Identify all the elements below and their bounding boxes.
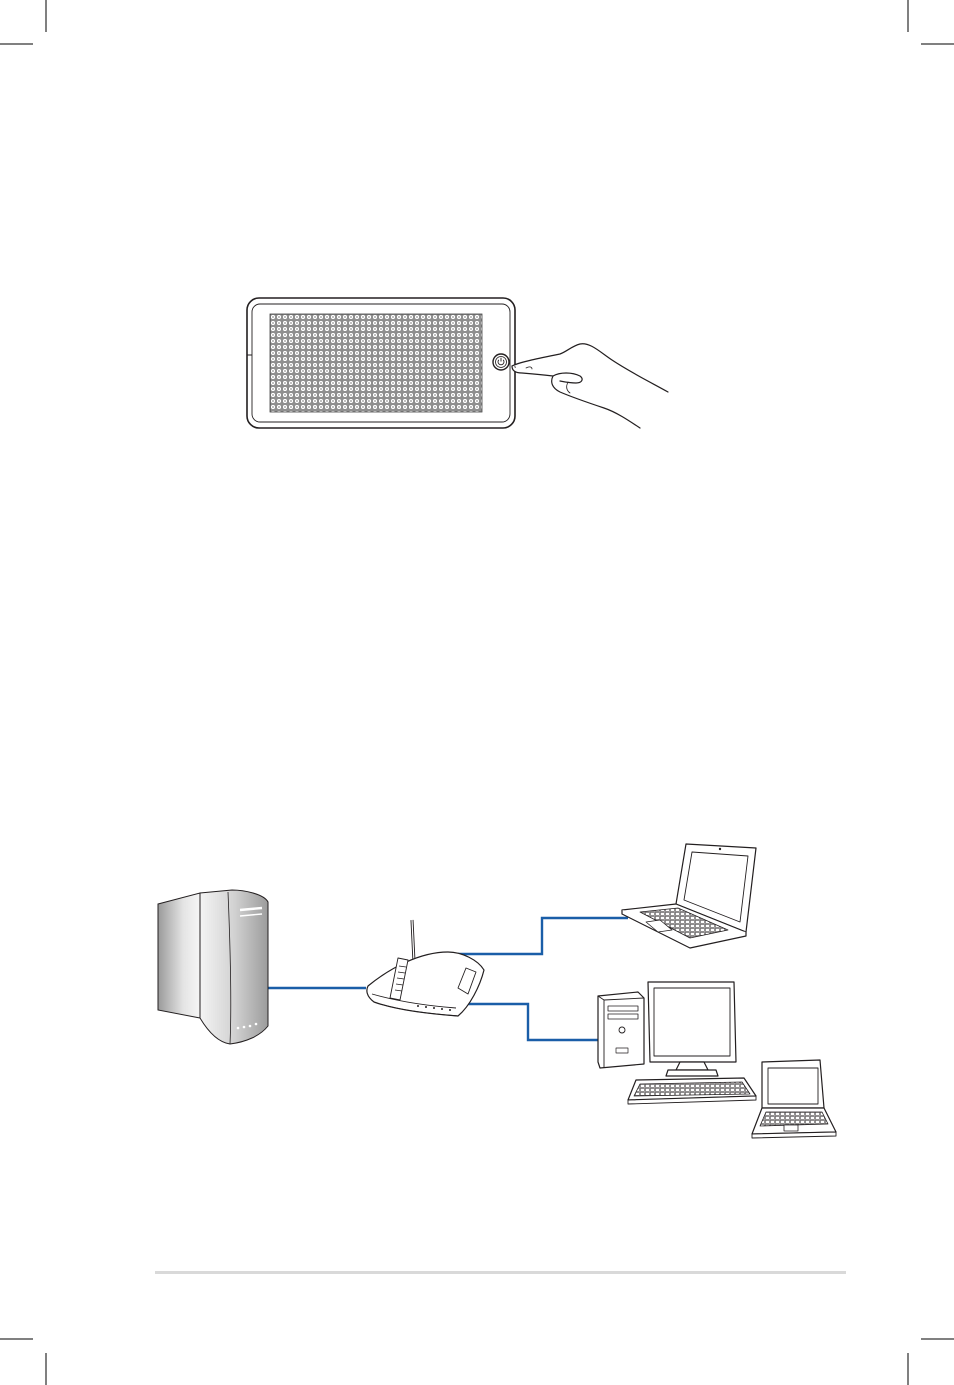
footer-rule: [155, 1271, 846, 1274]
router-icon: [367, 920, 484, 1016]
desktop-computer-icon: [598, 982, 756, 1104]
laptop-icon: [752, 1060, 836, 1138]
netbook-icon: [622, 844, 756, 948]
cable-router-netbook: [458, 918, 628, 954]
server-tower-icon: [158, 890, 268, 1044]
cable-router-desktop: [466, 1004, 598, 1040]
